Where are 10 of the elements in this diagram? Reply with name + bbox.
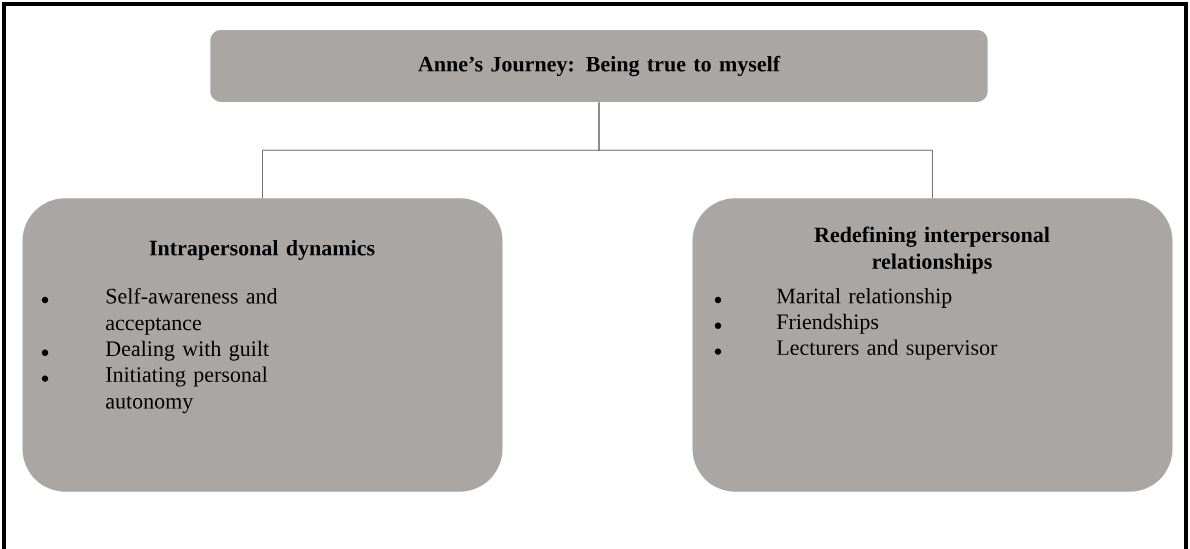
heading: Redefining interpersonal relationships xyxy=(814,226,1050,274)
connector-line xyxy=(598,101,933,199)
bullet-item: Marital relationship xyxy=(776,287,952,308)
bullet-item: Lecturers and supervisor xyxy=(776,339,998,360)
heading: Intrapersonal dynamics xyxy=(149,240,375,260)
bullet-item: Initiating personal autonomy xyxy=(106,366,268,414)
heading: Anne’s Journey: Being true to myself xyxy=(418,55,781,77)
bullet-item: Self-awareness and acceptance xyxy=(106,287,278,335)
bullet-item: Dealing with guilt xyxy=(105,340,269,361)
bullet-item: Friendships xyxy=(776,313,879,334)
